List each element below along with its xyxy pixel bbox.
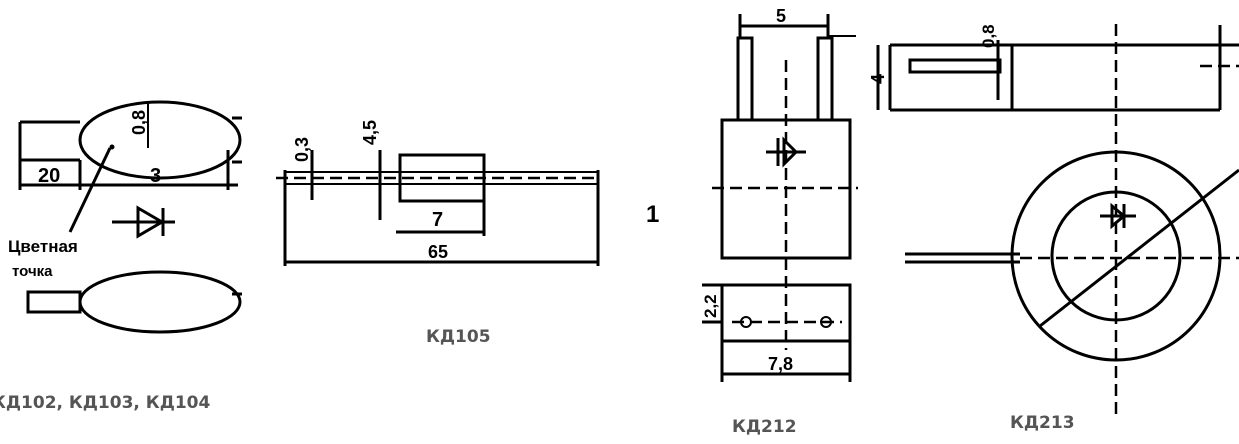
kd105-dim-body-len: 7 — [432, 209, 443, 231]
kd105-dim-total: 65 — [428, 242, 448, 262]
kd212-dim-height: 2,2 — [701, 294, 720, 318]
kd102-dim-length-left: 20 — [38, 165, 60, 187]
kd213-caption: КД213 — [1010, 413, 1075, 433]
kd212-pin-left — [736, 36, 754, 122]
kd212-marker: 1 — [646, 201, 659, 228]
kd213-diode-symbol — [1100, 202, 1136, 230]
kd102-label-line2: точка — [12, 263, 53, 280]
kd102-lower-body — [78, 270, 242, 334]
kd102-leader — [68, 147, 112, 233]
kd213-section-line — [1039, 168, 1239, 328]
kd212-drawing: 1 5 2,2 7,8 КД212 — [646, 6, 858, 437]
kd102-drawing: 20 3 0,8 Цветная точка КД102, КД103, КД1… — [0, 100, 242, 413]
kd102-color-dot — [109, 144, 115, 150]
kd105-dim-body-dia: 4,5 — [360, 120, 380, 145]
kd213-inner-circle — [1050, 190, 1182, 322]
kd102-label-line1: Цветная — [8, 237, 78, 256]
kd102-lower-lead — [26, 290, 82, 314]
kd212-pin-hole-right — [820, 316, 832, 328]
kd212-dim-pin-spacing: 5 — [776, 6, 786, 26]
kd102-dim-length-right: 3 — [150, 165, 161, 187]
kd102-body — [78, 100, 242, 180]
kd213-drawing: 0,8 4 КД213 — [868, 24, 1239, 433]
kd212-pin-right — [816, 36, 834, 122]
kd213-dim-thickness: 4 — [868, 74, 888, 84]
kd213-outer-circle — [1010, 150, 1222, 362]
kd102-lead-right — [232, 116, 242, 164]
kd212-bottom-view — [720, 283, 852, 343]
kd102-caption: КД102, КД103, КД104 — [0, 393, 210, 413]
kd102-dim-diameter: 0,8 — [129, 110, 149, 135]
kd105-caption: КД105 — [426, 327, 491, 347]
kd105-body — [398, 153, 486, 203]
kd212-caption: КД212 — [732, 417, 797, 437]
kd105-dim-lead: 0,3 — [292, 137, 312, 162]
kd102-lead-left — [18, 120, 80, 190]
kd213-dim-lead: 0,8 — [979, 24, 998, 48]
kd212-pin-hole-left — [740, 316, 752, 328]
kd105-drawing: 0,3 4,5 7 65 КД105 — [276, 120, 600, 347]
kd212-diode-symbol — [766, 136, 806, 168]
kd212-dim-width: 7,8 — [768, 354, 793, 374]
kd102-diode-symbol — [112, 205, 175, 239]
kd213-lead-side — [908, 58, 1002, 74]
